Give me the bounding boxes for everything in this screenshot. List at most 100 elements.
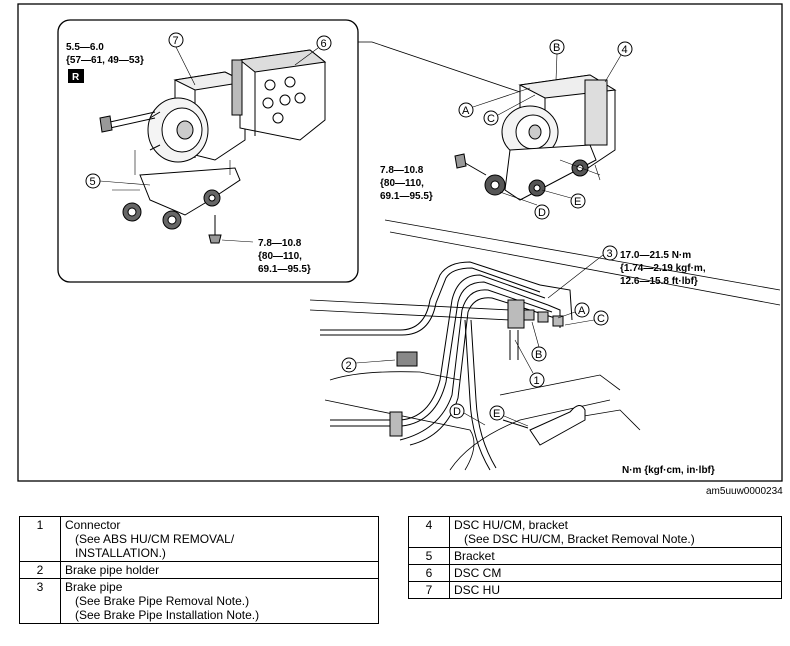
torque-bracket-inset-line3: 69.1—95.5} (258, 264, 311, 275)
bracket-drawing (122, 167, 241, 244)
dsc-cm-drawing (231, 49, 327, 141)
torque-bracket-main-line3: 69.1—95.5} (380, 191, 433, 202)
part-description-line: (See DSC HU/CM, Bracket Removal Note.) (464, 532, 695, 546)
part-description: Bracket (449, 547, 782, 565)
svg-text:C: C (597, 313, 605, 325)
callout-4: 4 (604, 41, 633, 83)
part-number: 7 (408, 581, 450, 599)
part-description-line: Brake pipe (65, 580, 123, 594)
part-description-line: DSC HU (454, 583, 501, 597)
callout-6: 6 (294, 35, 332, 66)
lower-bracket (502, 405, 586, 446)
torque-bracket-inset-line2: {80—110, (258, 251, 302, 262)
part-description: Brake pipe holder (60, 561, 379, 579)
inset-torque-hu: 5.5—6.0 {57—61, 49—53} (66, 42, 144, 66)
callout-3: 3 (547, 245, 618, 299)
main-torque-bracket: 7.8—10.8 {80—110, 69.1—95.5} (380, 165, 433, 202)
callout-2: 2 (341, 357, 396, 373)
svg-text:1: 1 (534, 375, 540, 387)
image-code: am5uuw0000234 (706, 486, 783, 497)
svg-text:E: E (574, 196, 581, 208)
main-guides (559, 159, 601, 181)
part-description: DSC HU (449, 581, 782, 599)
svg-text:D: D (453, 406, 461, 418)
torque-bracket-main-line2: {80—110, (380, 178, 424, 189)
torque-pipe-line2: {1.74—2.19 kgf·m, (620, 263, 706, 274)
svg-text:5: 5 (90, 176, 96, 188)
part-description-line: (See Brake Pipe Removal Note.) (75, 594, 250, 608)
letter-c-lower: C (564, 310, 609, 326)
part-number: 3 (19, 578, 61, 624)
part-description-line: DSC CM (454, 566, 502, 580)
part-description-line: Brake pipe holder (65, 563, 160, 577)
inset-leader (358, 41, 521, 93)
svg-text:C: C (487, 113, 495, 125)
callout-1: 1 (514, 339, 545, 388)
vehicle-body-lines (309, 219, 781, 471)
pipe-torque: 17.0—21.5 N·m {1.74—2.19 kgf·m, 12.6—15.… (620, 250, 706, 287)
part-number: 1 (19, 516, 61, 562)
part-description: Connector(See ABS HU/CM REMOVAL/INSTALLA… (60, 516, 379, 562)
torque-hu-line2: {57—61, 49—53} (66, 55, 144, 66)
part-description: DSC CM (449, 564, 782, 582)
letter-a-upper: A (458, 87, 531, 118)
dsc-hu-drawing (147, 71, 247, 163)
svg-text:6: 6 (321, 38, 327, 50)
torque-bracket-inset-line1: 7.8—10.8 (258, 238, 302, 249)
units-note: N·m {kgf·cm, in·lbf} (622, 465, 715, 476)
diagram-frame (17, 3, 783, 482)
letter-d-lower: D (449, 403, 486, 426)
part-number: 6 (408, 564, 450, 582)
part-number: 4 (408, 516, 450, 548)
letter-b-upper: B (549, 39, 565, 81)
part-description-line: DSC HU/CM, bracket (454, 518, 569, 532)
torque-hu-line1: 5.5—6.0 (66, 42, 104, 53)
dsc-hucm-drawing (454, 74, 617, 201)
letter-e-lower: E (489, 405, 529, 427)
r-marker-box (68, 69, 84, 83)
part-description-line: INSTALLATION.) (75, 546, 166, 560)
table-row: 5 Bracket (408, 547, 782, 565)
torque-pipe-line3: 12.6—15.8 ft·lbf} (620, 276, 698, 287)
letter-c-upper: C (483, 94, 536, 126)
part-description-line: Bracket (454, 549, 495, 563)
part-description-line: Connector (65, 518, 121, 532)
svg-text:2: 2 (346, 360, 352, 372)
letter-a-lower: A (557, 302, 590, 319)
letter-e-upper: E (541, 189, 586, 209)
svg-text:3: 3 (607, 248, 613, 260)
inset-torque-bracket: 7.8—10.8 {80—110, 69.1—95.5} (221, 238, 311, 275)
svg-text:7: 7 (173, 35, 179, 47)
torque-bracket-main-line1: 7.8—10.8 (380, 165, 424, 176)
svg-text:A: A (462, 105, 470, 117)
part-number: 2 (19, 561, 61, 579)
letter-d-upper: D (499, 191, 550, 220)
r-marker: R (72, 72, 80, 83)
svg-text:4: 4 (622, 44, 628, 56)
table-row: 6 DSC CM (408, 564, 782, 582)
svg-text:B: B (553, 42, 560, 54)
letter-b-lower: B (531, 321, 547, 362)
table-row: 7 DSC HU (408, 581, 782, 599)
part-description-line: (See Brake Pipe Installation Note.) (75, 608, 260, 622)
callout-7: 7 (168, 32, 196, 86)
hu-bolt-drawing (99, 111, 156, 133)
part-description: Brake pipe(See Brake Pipe Removal Note.)… (60, 578, 379, 624)
brake-pipes (320, 261, 573, 471)
table-row: 2 Brake pipe holder (19, 561, 379, 579)
callout-5: 5 (85, 173, 151, 189)
svg-text:B: B (535, 349, 542, 361)
svg-text:A: A (578, 305, 586, 317)
pipe-fittings (389, 299, 564, 437)
part-description-line: (See ABS HU/CM REMOVAL/ (75, 532, 235, 546)
exploded-view-diagram: 5.5—6.0 {57—61, 49—53} R 7.8—10.8 {80—11… (17, 3, 783, 482)
part-description: DSC HU/CM, bracket(See DSC HU/CM, Bracke… (449, 516, 782, 548)
torque-pipe-line1: 17.0—21.5 N·m (620, 250, 691, 261)
part-number: 5 (408, 547, 450, 565)
svg-text:D: D (538, 207, 546, 219)
